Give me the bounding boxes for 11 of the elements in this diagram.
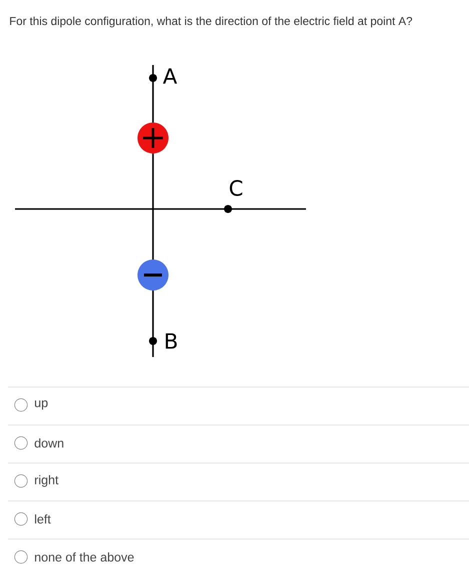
- option-label: down: [34, 438, 64, 448]
- option-label: none of the above: [35, 552, 134, 562]
- point-label: C: [230, 180, 242, 196]
- question-text: For this dipole configuration, what is the direction of the electric field at point A?: [10, 16, 412, 28]
- point-label: A: [162, 68, 177, 84]
- point-label: B: [166, 333, 177, 349]
- charge-symbol: [138, 260, 168, 290]
- charge-symbol: [138, 122, 168, 154]
- option-label: right: [35, 475, 58, 487]
- option-label: up: [35, 400, 48, 410]
- option-label: left: [35, 514, 51, 524]
